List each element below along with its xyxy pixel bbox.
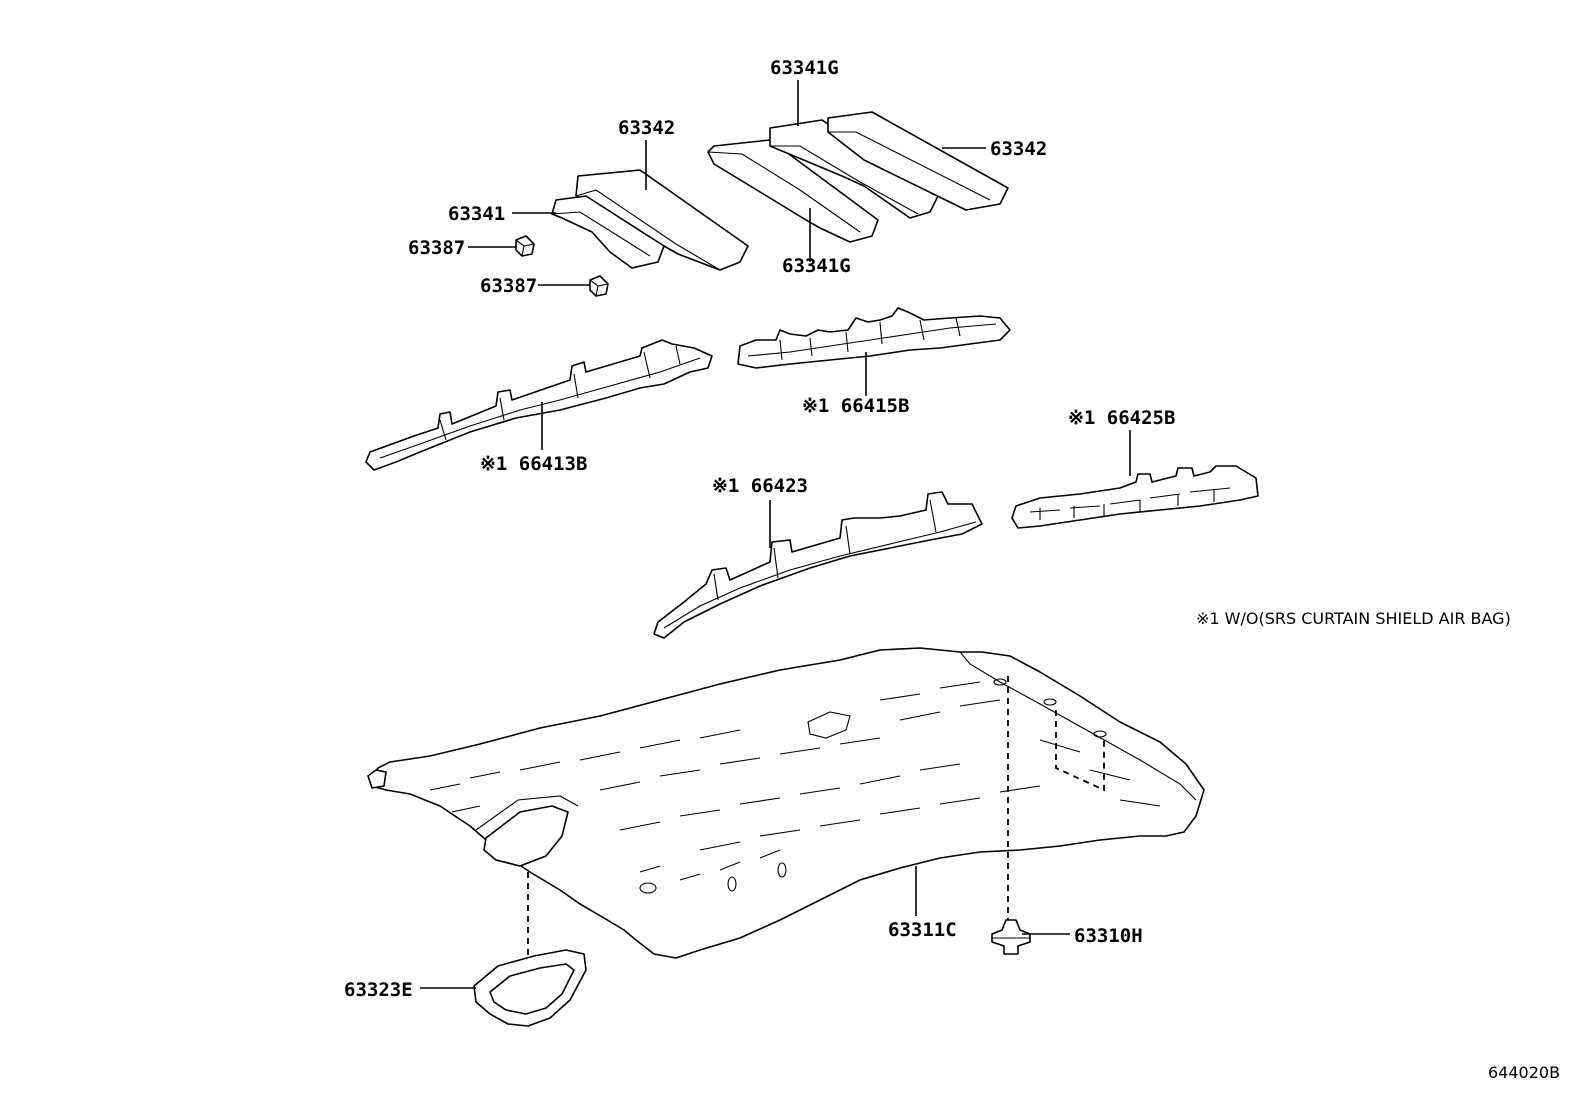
pad-63341	[551, 195, 665, 269]
label-63341: 63341	[448, 203, 505, 225]
clip-63387-a	[515, 235, 535, 257]
pad-63341G-lower	[707, 139, 879, 243]
label-63310H: 63310H	[1074, 925, 1143, 947]
footnote: ※1 W/O(SRS CURTAIN SHIELD AIR BAG)	[1196, 609, 1511, 628]
leader-lines	[420, 80, 1131, 989]
bracket-66415B	[737, 307, 1011, 369]
label-63341G-bottom: 63341G	[782, 255, 851, 277]
drawing-number: 644020B	[1488, 1063, 1560, 1082]
label-63387-a: 63387	[408, 237, 465, 259]
label-66425B: ※1 66425B	[1068, 407, 1175, 429]
label-63323E: 63323E	[344, 979, 413, 1001]
dashed-line-clip-2	[1055, 710, 1105, 792]
label-66423: ※1 66423	[712, 475, 808, 497]
bezel-63323E	[473, 949, 587, 1027]
headliner-63311C	[367, 647, 1205, 959]
bracket-66423	[653, 491, 983, 639]
clip-63387-b	[589, 275, 609, 297]
bracket-66425B	[1011, 465, 1259, 529]
label-63311C: 63311C	[888, 919, 957, 941]
label-66415B: ※1 66415B	[802, 395, 909, 417]
pad-63342-right	[827, 111, 1009, 211]
label-66413B: ※1 66413B	[480, 453, 587, 475]
label-63387-b: 63387	[480, 275, 537, 297]
bracket-66413B	[365, 339, 713, 471]
label-63341G-top: 63341G	[770, 57, 839, 79]
label-63342-right: 63342	[990, 138, 1047, 160]
clip-63310H	[991, 919, 1031, 955]
label-63342-left: 63342	[618, 117, 675, 139]
